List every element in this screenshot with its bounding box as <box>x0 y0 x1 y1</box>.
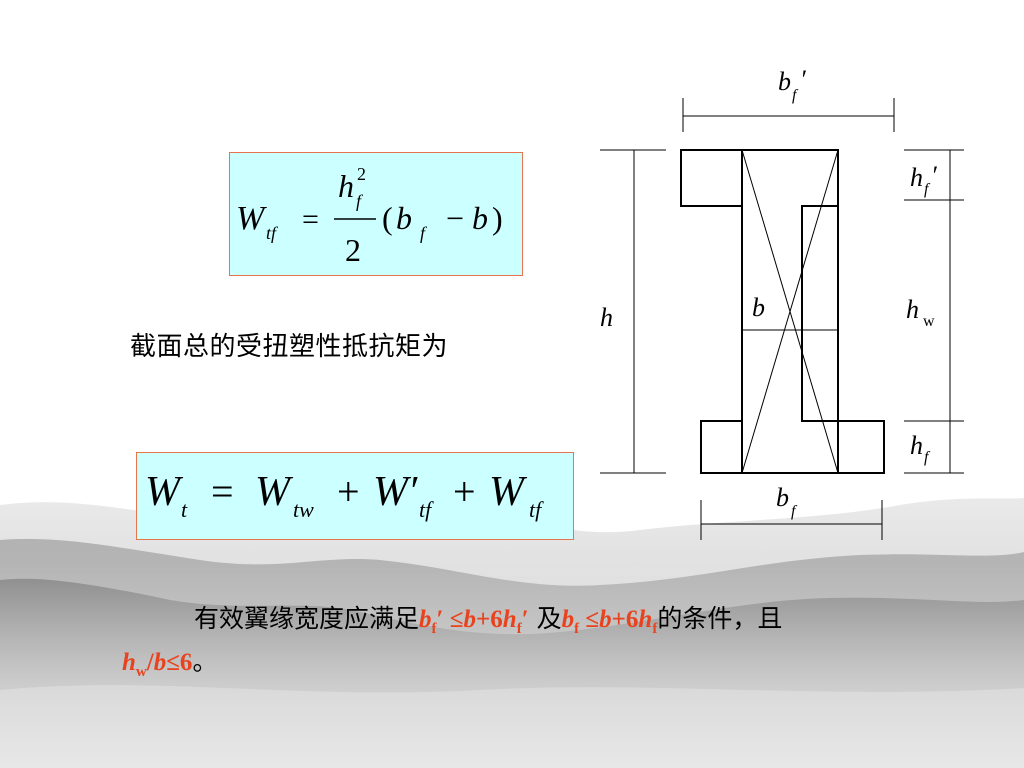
label-web-height-sub: w <box>923 313 935 330</box>
label-top-flange: h <box>910 163 923 192</box>
term-b: b <box>396 200 412 236</box>
condition-prefix: 有效翼缘宽度应满足 <box>194 604 420 633</box>
wt-subscript: t <box>181 497 188 522</box>
wtf-subscript-2: tf <box>529 497 544 522</box>
wtf-prime-symbol: W′ <box>373 469 418 515</box>
i-section-outline <box>680 149 885 474</box>
denominator: 2 <box>345 232 361 268</box>
label-top-width: b <box>778 67 791 96</box>
paren-open: ( <box>382 200 393 236</box>
condition-end: 。 <box>192 647 218 676</box>
numerator-h-subscript: f <box>356 191 364 211</box>
plus-sign-1: + <box>337 469 360 514</box>
condition-2: bf ≤b+6hf <box>561 606 658 637</box>
label-top-width-sub: f <box>792 87 799 104</box>
label-top-flange-sub: f <box>924 181 931 198</box>
condition-conjunction: 及 <box>528 604 562 633</box>
term-b2: b <box>472 200 488 236</box>
numerator-exponent: 2 <box>357 164 366 184</box>
wtf-prime-subscript: tf <box>419 497 434 522</box>
formula-wtf: W tf = h f 2 2 ( b f − b ) <box>236 164 503 268</box>
label-bottom-width-sub: f <box>791 503 798 520</box>
web-diagonal-2 <box>741 149 839 474</box>
paren-close: ) <box>492 200 503 236</box>
formula-box-wt: W t = W tw + W′ tf + W tf <box>136 452 574 540</box>
label-top-width-prime: ′ <box>800 65 806 94</box>
label-total-height: h <box>600 303 613 332</box>
condition-3: hw/b≤6 <box>122 649 193 680</box>
condition-suffix: 的条件，且 <box>657 604 783 633</box>
label-web-height: h <box>906 295 919 324</box>
label-bottom-width: b <box>776 483 789 512</box>
wtf-subscript: tf <box>266 223 279 243</box>
numerator-h: h <box>338 168 354 204</box>
formula-box-wtf: W tf = h f 2 2 ( b f − b ) <box>229 152 523 276</box>
wtf-equals: = <box>302 203 319 236</box>
label-bottom-flange: h <box>910 431 923 460</box>
minus-sign: − <box>446 200 464 236</box>
i-section-diagram: b f ′ b f h b h f ′ h w h f <box>600 65 964 540</box>
wt-equals: = <box>211 469 234 514</box>
caption-text: 截面总的受扭塑性抵抗矩为 <box>130 332 449 362</box>
condition-text: 有效翼缘宽度应满足bf′ ≤b+6hf′ 及bf ≤b+6hf的条件，且 hw/b… <box>122 598 1002 684</box>
wtw-symbol: W <box>255 469 294 515</box>
wtw-subscript: tw <box>293 497 314 522</box>
label-web-width: b <box>752 293 765 322</box>
wt-symbol: W <box>145 469 184 515</box>
label-top-flange-prime: ′ <box>931 161 937 190</box>
wtf-symbol-2: W <box>489 469 528 515</box>
wtf-symbol: W <box>236 200 267 237</box>
plus-sign-2: + <box>453 469 476 514</box>
formula-wt: W t = W tw + W′ tf + W tf <box>145 469 544 522</box>
term-b-subscript: f <box>420 223 428 243</box>
label-bottom-flange-sub: f <box>924 449 931 466</box>
condition-1: bf′ ≤b+6hf′ <box>419 606 529 637</box>
